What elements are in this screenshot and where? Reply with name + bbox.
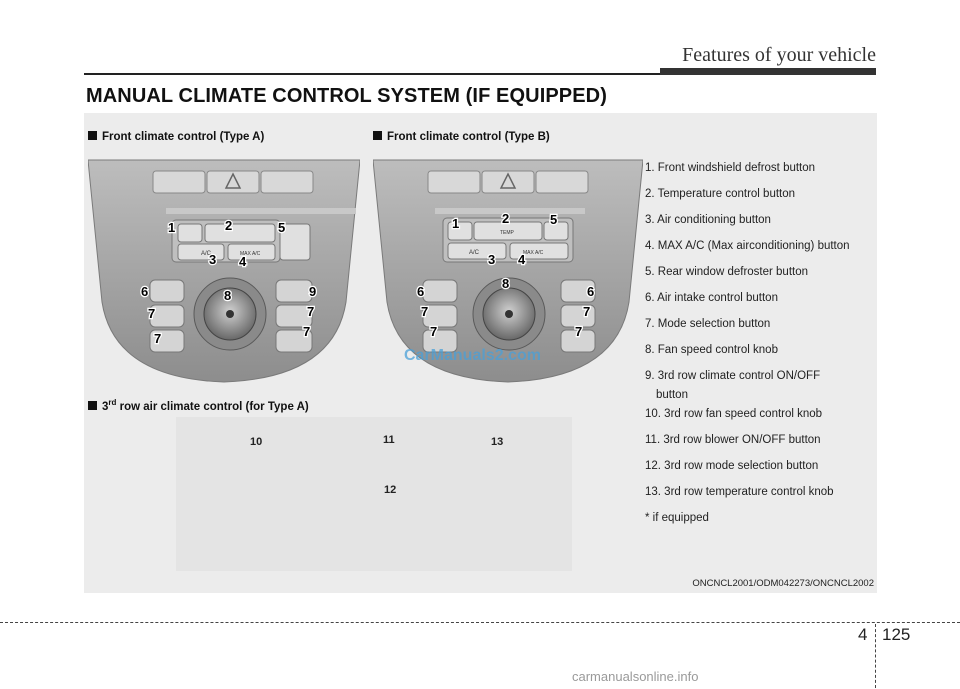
legend-item: 1. Front windshield defrost button xyxy=(645,162,816,174)
section-title: MANUAL CLIMATE CONTROL SYSTEM (IF EQUIPP… xyxy=(86,85,607,107)
callout-13: 13 xyxy=(491,436,504,448)
label-type-b: Front climate control (Type B) xyxy=(373,131,550,143)
legend-item: 10. 3rd row fan speed control knob xyxy=(645,408,823,420)
callout-3: 3 xyxy=(209,252,216,267)
type-b-illustration: TEMP A/C MAX A/C 1 2 5 3 4 6 7 7 8 6 7 7 xyxy=(373,152,643,388)
callout-10: 10 xyxy=(250,436,263,448)
callout-5: 5 xyxy=(278,220,285,235)
legend-note: * if equipped xyxy=(645,512,709,524)
callout-7: 7 xyxy=(421,304,428,319)
figure-caption: ONCNCL2001/ODM042273/ONCNCL2002 xyxy=(692,578,874,589)
label-third-row: 3rd row air climate control (for Type A) xyxy=(88,398,309,413)
legend-item: 7. Mode selection button xyxy=(645,318,771,330)
callout-4: 4 xyxy=(239,254,247,269)
page-number: 125 xyxy=(882,625,911,644)
type-a-illustration: A/C MAX A/C 1 2 5 3 4 6 7 7 8 9 7 7 xyxy=(88,152,360,388)
legend-item: 9. 3rd row climate control ON/OFF button xyxy=(645,370,821,401)
legend-item: 12. 3rd row mode selection button xyxy=(645,460,819,472)
max-ac-button-label: MAX A/C xyxy=(523,250,544,256)
legend-item: 3. Air conditioning button xyxy=(645,214,771,226)
legend-item: 8. Fan speed control knob xyxy=(645,344,778,356)
callout-4: 4 xyxy=(518,252,526,267)
callout-3: 3 xyxy=(488,252,495,267)
callout-11: 11 xyxy=(383,434,395,446)
legend-item: 4. MAX A/C (Max airconditioning) button xyxy=(645,240,850,252)
callout-2: 2 xyxy=(225,218,232,233)
header-rule xyxy=(84,73,684,75)
ac-button-label: A/C xyxy=(201,251,212,257)
callout-2: 2 xyxy=(502,211,509,226)
callout-1: 1 xyxy=(452,216,459,231)
temp-button-label: TEMP xyxy=(500,230,515,236)
callout-7: 7 xyxy=(307,304,314,319)
max-ac-button-label: MAX A/C xyxy=(240,251,261,257)
callout-6: 6 xyxy=(417,284,424,299)
callout-8: 8 xyxy=(224,288,231,303)
footer-watermark: carmanualsonline.info xyxy=(572,669,699,684)
callout-7: 7 xyxy=(303,324,310,339)
callout-8: 8 xyxy=(502,276,509,291)
chapter-number: 4 xyxy=(858,625,868,644)
header-rule-thick xyxy=(660,68,876,75)
legend-item: 2. Temperature control button xyxy=(645,188,796,200)
callout-7: 7 xyxy=(430,324,437,339)
watermark-text: CarManuals2.com xyxy=(404,347,541,364)
running-header: Features of your vehicle xyxy=(682,44,876,66)
legend-item: 5. Rear window defroster button xyxy=(645,266,809,278)
footer-rule xyxy=(0,622,960,623)
label-type-a: Front climate control (Type A) xyxy=(88,131,264,143)
square-bullet-icon xyxy=(88,400,97,410)
callout-7: 7 xyxy=(583,304,590,319)
legend-item: 11. 3rd row blower ON/OFF button xyxy=(645,434,821,446)
callout-7: 7 xyxy=(148,306,155,321)
callout-7: 7 xyxy=(575,324,582,339)
legend-item: 13. 3rd row temperature control knob xyxy=(645,486,834,498)
callout-9: 9 xyxy=(309,284,316,299)
page-separator xyxy=(875,624,876,688)
callout-5: 5 xyxy=(550,212,557,227)
callout-1: 1 xyxy=(168,220,175,235)
callout-6: 6 xyxy=(141,284,148,299)
callout-6: 6 xyxy=(587,284,594,299)
square-bullet-icon xyxy=(373,131,382,140)
third-row-illustration xyxy=(176,417,572,571)
legend-item: 6. Air intake control button xyxy=(645,292,778,304)
legend-list: 1. Front windshield defrost button 2. Te… xyxy=(645,162,877,525)
ac-button-label: A/C xyxy=(469,250,480,256)
callout-12: 12 xyxy=(384,484,397,496)
callout-7: 7 xyxy=(154,331,161,346)
square-bullet-icon xyxy=(88,131,97,140)
